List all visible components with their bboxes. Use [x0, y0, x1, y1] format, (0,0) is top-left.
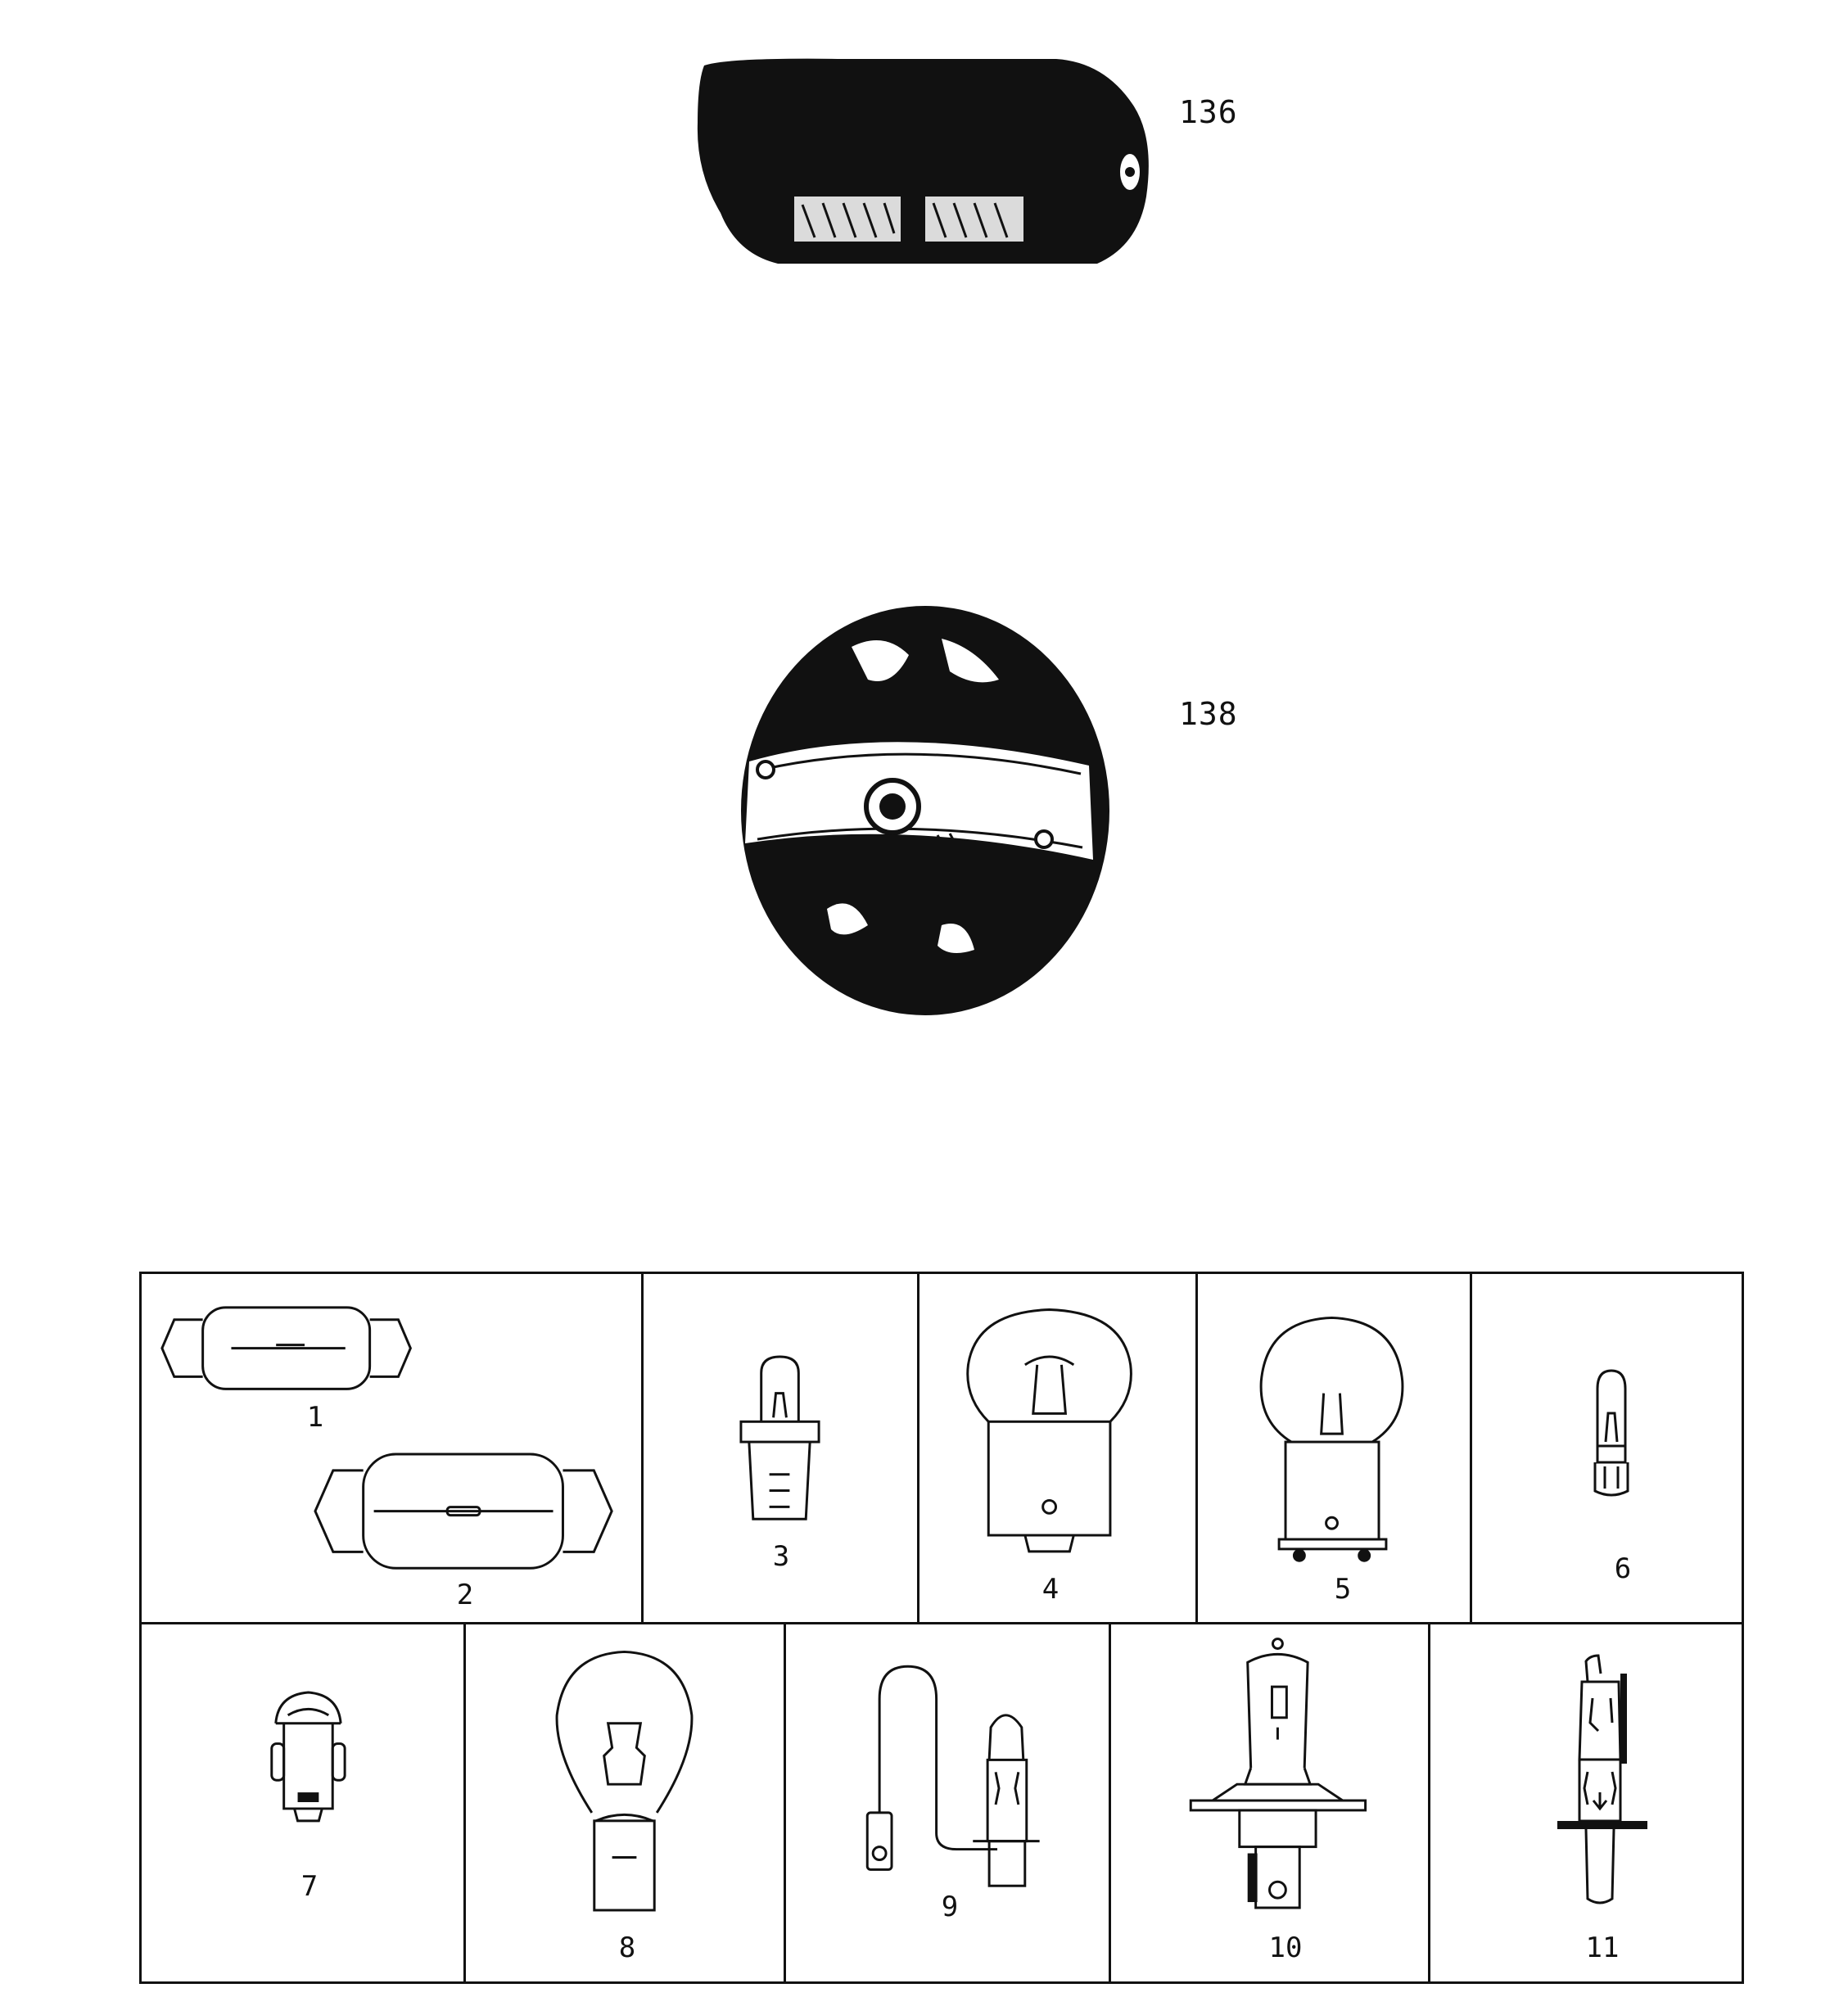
- bulb-cell-10: 10: [1111, 1624, 1430, 1981]
- bulb-label-1: 1: [306, 1401, 324, 1434]
- bulb-label-10: 10: [1268, 1931, 1303, 1964]
- bulb-label-8: 8: [618, 1931, 636, 1964]
- callout-138: 138: [1179, 696, 1238, 732]
- bulb-cell-7: 7: [142, 1624, 466, 1981]
- small-wedge-bulb-icon: [1593, 1369, 1629, 1497]
- pear-bulb-icon: [555, 1650, 694, 1912]
- bulb-cell-8: 8: [466, 1624, 786, 1981]
- bulb-cell-11: 11: [1430, 1624, 1742, 1981]
- bayonet-bulb-single-icon: [966, 1308, 1132, 1553]
- bulb-table-row-2: 7 8: [142, 1624, 1742, 1981]
- bulb-table-row-1: 1 2 3: [142, 1274, 1742, 1624]
- bulb-label-11: 11: [1585, 1931, 1620, 1964]
- wedge-bulb-icon: [739, 1355, 820, 1520]
- callout-136: 136: [1179, 94, 1238, 130]
- festoon-bulbs-icon: [160, 1306, 613, 1570]
- bulb-type-table: 1 2 3: [139, 1272, 1744, 1984]
- bulb-cell-3: 3: [644, 1274, 919, 1622]
- bulb-cell-4: 4: [919, 1274, 1198, 1622]
- bulb-cell-6: 6: [1472, 1274, 1742, 1622]
- bulb-label-6: 6: [1614, 1552, 1632, 1585]
- h1-halogen-bulb-icon: [1557, 1654, 1647, 1904]
- bulb-label-9: 9: [941, 1891, 959, 1923]
- bulb-label-4: 4: [1041, 1573, 1060, 1606]
- bulb-label-3: 3: [772, 1540, 790, 1573]
- bulb-label-7: 7: [300, 1870, 319, 1903]
- bulb-label-5: 5: [1334, 1573, 1352, 1606]
- h4-halogen-bulb-icon: [1189, 1638, 1367, 1909]
- bulb-label-2: 2: [456, 1579, 474, 1611]
- bulb-cell-festoon: 1 2: [142, 1274, 644, 1622]
- bulb-cell-5: 5: [1198, 1274, 1472, 1622]
- rectangular-lamp-drawing: [697, 58, 1149, 264]
- miniature-bulb-icon: [270, 1691, 346, 1823]
- halogen-lead-wire-bulb-icon: [865, 1665, 1040, 1887]
- bulb-cell-9: 9: [786, 1624, 1111, 1981]
- round-lamp-drawing: [741, 606, 1109, 1015]
- bayonet-bulb-double-icon: [1259, 1316, 1404, 1562]
